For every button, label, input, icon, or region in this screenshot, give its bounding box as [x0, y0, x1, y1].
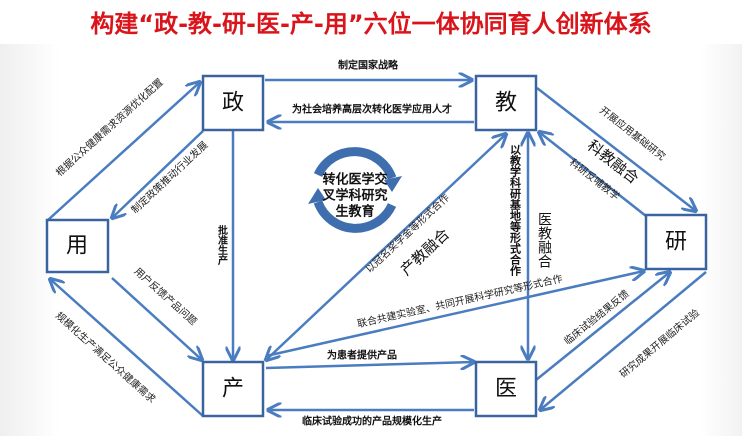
arrow-yi-to-yan	[535, 272, 670, 381]
node-yi: 医	[474, 360, 538, 418]
page-title: 构建“政-教-研-医-产-用”六位一体协同育人创新体系	[90, 10, 652, 38]
label-chan-to-yi: 为患者提供产品	[327, 349, 397, 362]
label-yi-to-chan: 临床试验成功的产品规模化生产	[302, 415, 442, 428]
arrow-yan-to-jiao	[539, 132, 647, 217]
node-yong: 用	[45, 218, 110, 274]
node-yong-label: 用	[66, 234, 88, 259]
label-zheng-to-yong: 制定政策推动行业发展	[128, 138, 210, 216]
node-chan: 产	[201, 360, 265, 418]
node-jiao: 教	[474, 74, 538, 132]
label-yi-to-yan: 临床试验结果反馈	[561, 287, 631, 347]
label-yan-to-yi: 研究成果开展临床试验	[617, 306, 702, 380]
label-chan-yan: 联合共建实验室、共同开展科学研究等形式合作	[356, 272, 564, 330]
label-yong-to-chan: 用户反馈产品问题	[132, 265, 200, 328]
arrow-zheng-to-yong	[112, 130, 204, 218]
arrow-chan-to-yi	[265, 362, 474, 368]
node-zheng-label: 政	[222, 91, 244, 116]
center-label-line1: 转化医学交	[322, 172, 387, 188]
arrow-yong-to-chan	[111, 277, 202, 360]
arrow-yan-to-yi	[540, 271, 707, 410]
label-zheng-to-chan: 批准生产	[216, 224, 228, 266]
arrow-chan-to-yong	[50, 279, 204, 417]
node-zheng: 政	[201, 74, 265, 132]
arrow-yong-to-zheng	[47, 82, 200, 221]
label-chan-to-yong: 规模化生产满足公众健康需求	[53, 309, 158, 406]
label-zheng-to-jiao: 制定国家战略	[338, 59, 399, 72]
label-jiao-to-zheng: 为社会培养高层次转化医学应用人才	[292, 103, 452, 116]
label-jiao-yi: 以教学科研基地等形式合作	[509, 144, 523, 277]
node-yi-label: 医	[495, 377, 517, 402]
arrow-chan-yan	[265, 271, 644, 358]
node-jiao-label: 教	[495, 91, 517, 116]
center-label-line2: 叉学科研究	[321, 188, 387, 204]
node-yan-label: 研	[665, 230, 687, 255]
center-label-line3: 生教育	[335, 204, 374, 220]
arrow-chan-jiao	[266, 134, 506, 360]
cycle-arrows-icon	[308, 147, 402, 233]
theme-jiao-yi: 医教融合	[536, 212, 552, 268]
node-yan: 研	[644, 213, 708, 271]
arrow-jiao-to-yan	[536, 87, 696, 211]
node-chan-label: 产	[222, 377, 244, 402]
